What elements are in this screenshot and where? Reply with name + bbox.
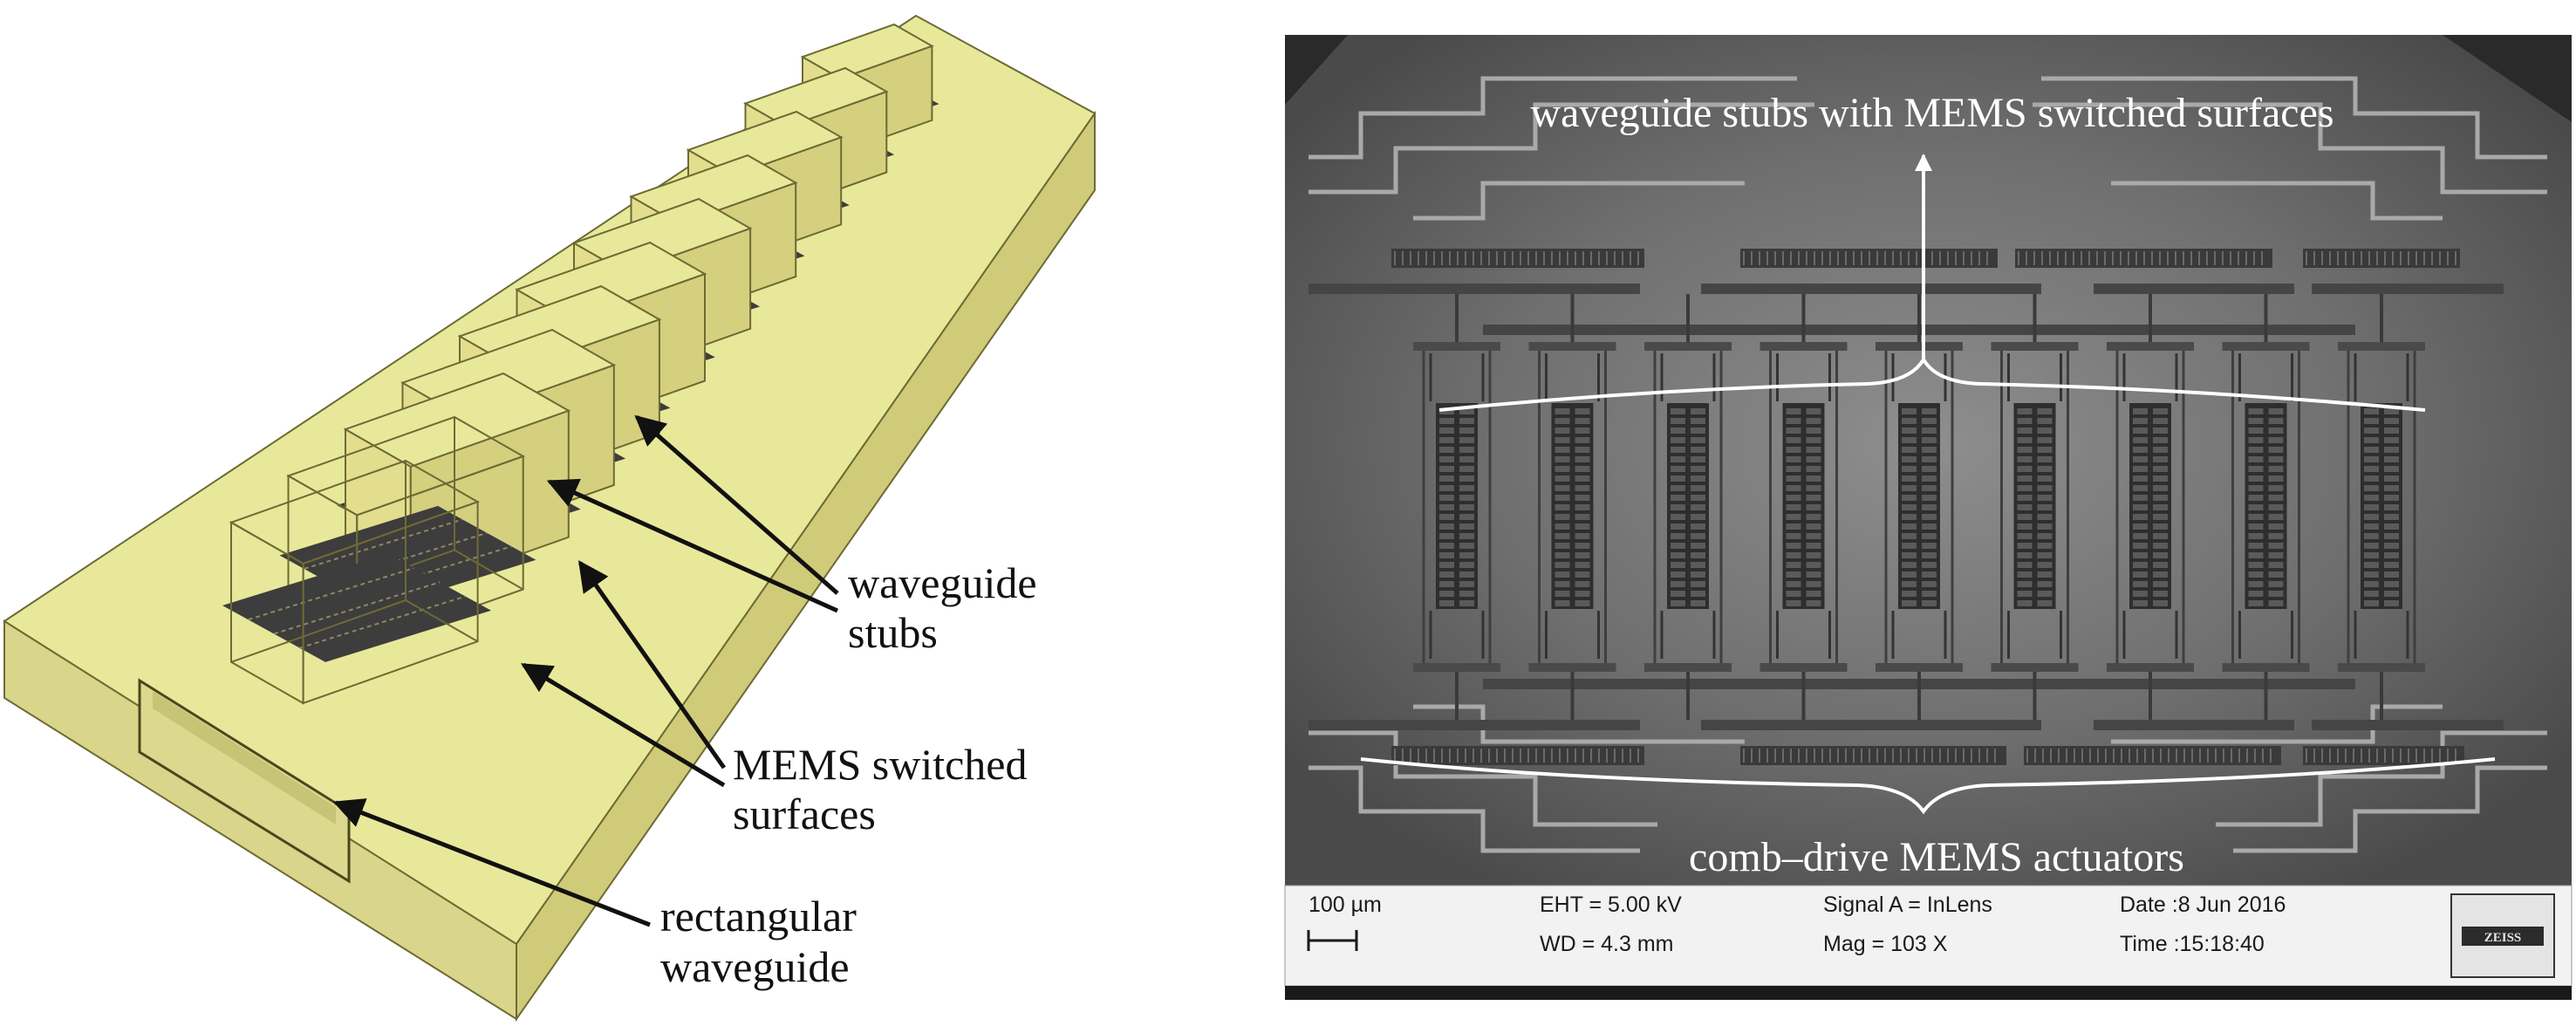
sem-bar xyxy=(2312,720,2504,730)
sem-bar xyxy=(1308,720,1640,730)
sem-bar xyxy=(1701,720,1919,730)
comb-strip xyxy=(2303,746,2464,765)
comb-strip xyxy=(1740,249,1998,268)
label-rectangular-waveguide-1: rectangular xyxy=(660,892,857,941)
wd-value: WD = 4.3 mm xyxy=(1540,932,1674,956)
bottom-brace xyxy=(1360,757,2496,815)
sem-bar xyxy=(2094,720,2294,730)
arrow-to-stub-1 xyxy=(634,414,839,595)
comb-strip xyxy=(2303,249,2460,268)
comb-drive-actuator xyxy=(2107,294,2194,720)
zeiss-logo: ZEISS xyxy=(2484,931,2522,945)
comb-drive-actuator xyxy=(1991,294,2079,720)
sem-corner-tr xyxy=(2443,35,2572,122)
sem-trace xyxy=(2233,765,2547,853)
sem-trace xyxy=(1308,76,1797,160)
sem-bar xyxy=(2312,284,2504,294)
waveguide-stubs xyxy=(222,23,940,705)
sem-bar xyxy=(2094,284,2294,294)
sem-bar xyxy=(1867,720,2041,730)
sem-trace xyxy=(1413,181,1745,221)
sem-trace xyxy=(1308,730,1657,827)
comb-drive-actuators xyxy=(1413,294,2425,720)
label-mems-surfaces-2: surfaces xyxy=(733,790,876,838)
comb-drive-actuator xyxy=(1413,294,1500,720)
sem-bar xyxy=(1701,284,1919,294)
arrow-to-stub-2 xyxy=(546,478,839,613)
arrow-to-mems-1 xyxy=(577,560,727,770)
eht-value: EHT = 5.00 kV xyxy=(1540,893,1682,917)
comb-strip xyxy=(1391,746,1644,765)
bottom-annotation-label: comb–drive MEMS actuators xyxy=(1689,834,2184,880)
sem-corner-tl xyxy=(1285,35,1348,105)
label-rectangular-waveguide-2: waveguide xyxy=(660,942,850,991)
comb-drive-actuator xyxy=(2222,294,2310,720)
comb-strip xyxy=(1740,746,2006,765)
comb-drive-actuator xyxy=(1876,294,1963,720)
sem-trace xyxy=(2111,181,2443,221)
waveguide-stub xyxy=(222,459,491,705)
left-labels: waveguide stubs MEMS switched surfaces r… xyxy=(660,558,1037,991)
sem-info-bar xyxy=(1284,885,2573,987)
mag-value: Mag = 103 X xyxy=(1823,932,1948,956)
time-value: Time :15:18:40 xyxy=(2120,932,2265,956)
zeiss-logo-band xyxy=(2462,927,2544,946)
scale-bar-label: 100 µm xyxy=(1308,893,1382,917)
arrow-to-mems-2 xyxy=(520,662,726,788)
label-mems-surfaces-1: MEMS switched xyxy=(733,740,1028,789)
comb-drive-actuator xyxy=(2338,294,2425,720)
sem-bar xyxy=(1308,284,1640,294)
comb-strip xyxy=(1391,249,1644,268)
left-arrows xyxy=(332,414,839,927)
arrow-to-waveguide xyxy=(332,798,651,927)
comb-drive-actuator xyxy=(1644,294,1732,720)
date-value: Date :8 Jun 2016 xyxy=(2120,893,2286,917)
comb-drive-actuator xyxy=(1528,294,1616,720)
scale-bar xyxy=(1307,930,1358,951)
top-annotation-label: waveguide stubs with MEMS switched surfa… xyxy=(1530,90,2333,136)
sem-trace xyxy=(2216,730,2547,827)
sem-trace xyxy=(1308,102,1814,195)
comb-strip xyxy=(2015,249,2272,268)
sem-micrograph: waveguide stubs with MEMS switched surfa… xyxy=(1284,35,2573,1000)
sem-trace xyxy=(2033,102,2547,195)
sem-bottom-strip xyxy=(1285,986,2572,1000)
label-waveguide-stubs-2: stubs xyxy=(848,608,938,657)
comb-drive-actuator xyxy=(1759,294,1848,720)
sem-bar xyxy=(1867,284,2041,294)
label-waveguide-stubs-1: waveguide xyxy=(848,558,1037,607)
sem-trace xyxy=(2041,76,2547,160)
comb-strip xyxy=(2024,746,2281,765)
sem-trace xyxy=(1308,765,1640,853)
waveguide-3d-model xyxy=(3,14,1097,1023)
signal-value: Signal A = InLens xyxy=(1823,893,1992,917)
waveguide-opening-inner xyxy=(153,691,336,824)
